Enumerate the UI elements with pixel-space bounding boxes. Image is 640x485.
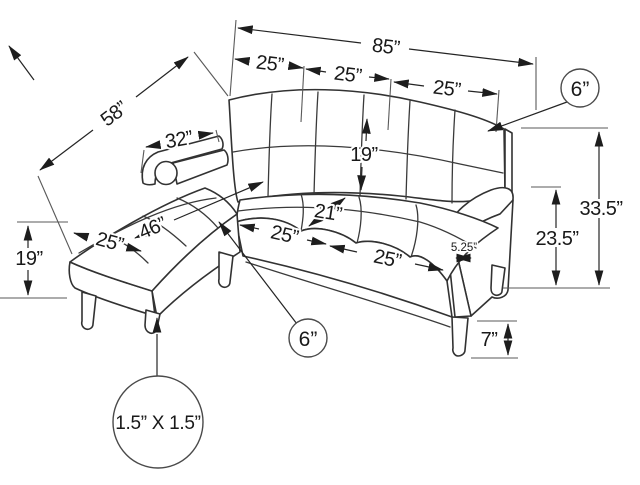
left-bolster-cap xyxy=(154,160,178,186)
backrest-seam xyxy=(405,100,411,200)
backrest-right-post xyxy=(504,128,513,197)
dim-line xyxy=(237,25,362,44)
seat-depth-label: 21” xyxy=(313,200,344,226)
callout-leg-cross-section: 1.5” X 1.5” xyxy=(112,317,204,469)
sofa-front-frame xyxy=(235,217,453,318)
backrest-seam xyxy=(313,91,319,196)
stray-arrow xyxy=(8,45,35,81)
overall-width-label: 85” xyxy=(371,34,401,59)
seat-cross-seam xyxy=(410,204,419,258)
chaise-seat-height-label: 19” xyxy=(15,248,42,270)
extension-line xyxy=(300,65,305,123)
dim-line xyxy=(368,73,390,82)
dim-line xyxy=(287,61,304,70)
seat-cross-seam xyxy=(300,193,304,232)
dim-line xyxy=(125,242,142,252)
dim-line xyxy=(414,262,444,272)
dim-line xyxy=(361,118,371,142)
sofa-backrest xyxy=(228,88,506,203)
leader-line xyxy=(487,101,568,132)
dim-line xyxy=(393,79,425,89)
dimension-arm-height: 23.5” xyxy=(531,186,581,286)
seat-cushion-thickness-label: 6” xyxy=(299,328,318,351)
chaise-arm xyxy=(141,135,224,186)
leg-chaise-front-right xyxy=(144,309,161,335)
bolster-diameter-label: 6” xyxy=(571,78,590,101)
arm-length-label: 32” xyxy=(164,127,195,153)
dim-line xyxy=(39,129,94,171)
chaise-long-seam xyxy=(78,197,217,254)
dim-line xyxy=(330,197,346,211)
backrest-seam xyxy=(451,109,456,204)
dim-line xyxy=(467,88,498,97)
dim-line xyxy=(329,244,358,254)
back-segment-label: 25” xyxy=(432,76,462,101)
backrest-mid-seam xyxy=(232,145,504,174)
dim-line xyxy=(197,130,214,140)
leg-height-label: 7” xyxy=(481,329,498,351)
dim-line xyxy=(134,228,151,239)
callout-circle xyxy=(112,375,204,469)
leg-cross-section-label: 1.5” X 1.5” xyxy=(115,413,200,434)
chaise-cross-seam xyxy=(142,215,187,247)
back-segment-label: 25” xyxy=(333,62,363,87)
chaise-seat-top xyxy=(69,187,238,292)
dim-line xyxy=(234,57,251,66)
extension-line xyxy=(140,149,145,174)
backrest-seam xyxy=(267,93,273,198)
overall-height-label: 33.5” xyxy=(579,198,622,220)
seat-cross-seam xyxy=(356,196,362,244)
arm-thickness-label: 5.25” xyxy=(451,242,477,254)
extension-line xyxy=(387,78,392,131)
back-segment-label: 25” xyxy=(255,51,285,76)
dim-line xyxy=(73,232,90,242)
dimension-leg-height: 7” xyxy=(471,320,518,359)
left-bolster-body xyxy=(172,149,229,185)
leg-chaise-front-left xyxy=(80,291,97,331)
leg-sofa-front-right xyxy=(451,316,469,357)
dimension-overall-height: 33.5” xyxy=(503,127,625,289)
dim-line xyxy=(239,223,260,233)
leg-sofa-back-right xyxy=(490,264,506,297)
callout-bolster-diameter: 6” xyxy=(487,68,600,132)
dim-line xyxy=(357,166,367,191)
dim-line xyxy=(408,48,534,67)
dim-line xyxy=(305,66,327,76)
extension-line xyxy=(37,175,73,255)
sofa-line-art xyxy=(68,88,514,357)
dimension-back-cushion-height: 19” xyxy=(348,118,380,191)
chaise-depth-label: 58” xyxy=(97,97,132,131)
callout-seat-cushion-thickness: 6” xyxy=(218,221,328,358)
extension-line xyxy=(193,51,229,97)
dim-line xyxy=(306,236,327,246)
extension-line xyxy=(215,129,220,143)
dim-line xyxy=(135,56,189,98)
leader-line xyxy=(218,221,298,325)
back-cushion-height-label: 19” xyxy=(350,144,377,166)
leg-junction xyxy=(217,251,234,289)
seat-mid-seam xyxy=(237,206,477,249)
callout-circle xyxy=(560,68,600,108)
dimension-arm-thickness: 5.25” xyxy=(449,241,479,263)
dimension-chaise-seat-height: 19” xyxy=(0,221,68,299)
callout-circle xyxy=(288,318,328,358)
dim-line xyxy=(173,181,264,221)
dim-line xyxy=(308,213,324,227)
extension-line xyxy=(229,19,237,97)
frame-under-rail xyxy=(245,261,451,328)
dim-line xyxy=(145,140,162,149)
arm-height-label: 23.5” xyxy=(535,228,578,250)
